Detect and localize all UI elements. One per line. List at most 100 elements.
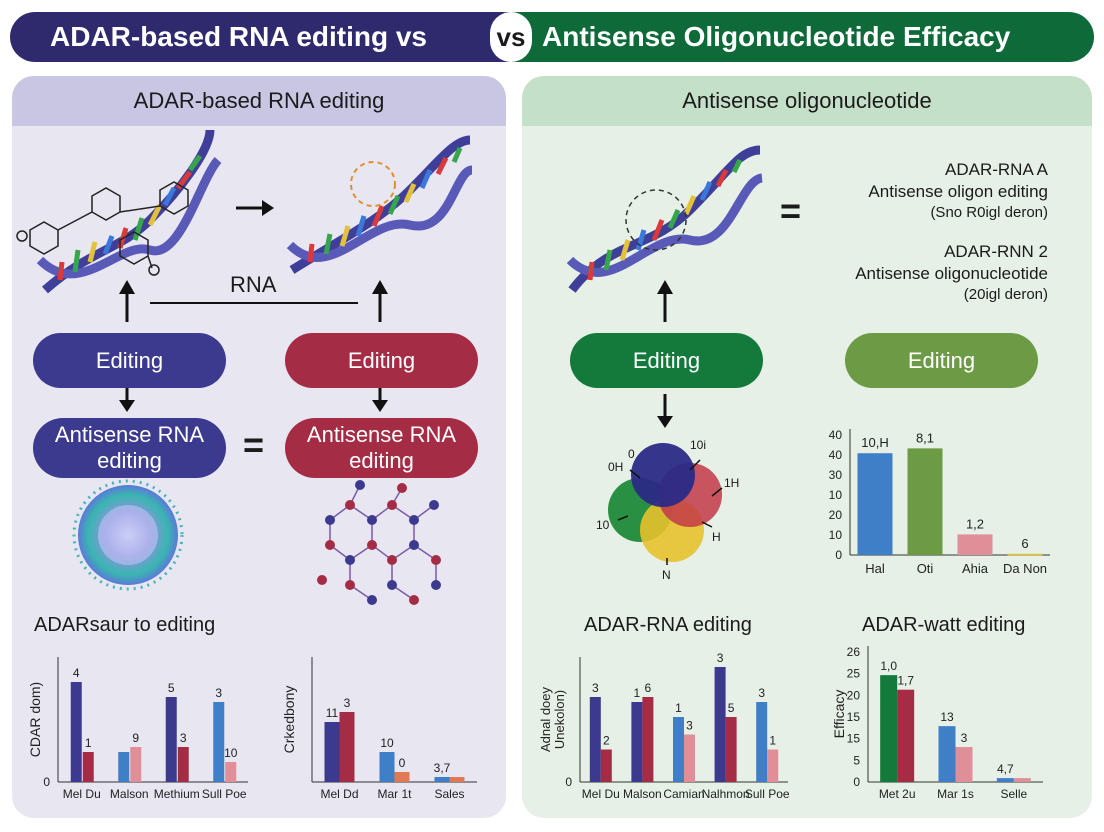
x-tick-label: Ahia — [962, 561, 989, 576]
bar — [82, 752, 94, 782]
data-label: 2 — [603, 734, 610, 748]
x-tick-label: Nalhmon — [702, 787, 750, 801]
y-tick-label: 10 — [829, 488, 843, 502]
data-label: 9 — [132, 731, 139, 745]
section-title-right-b: ADAR-watt editing — [862, 614, 1026, 636]
data-label: 3 — [758, 686, 765, 700]
x-tick-label: Sales — [434, 787, 464, 801]
left-panel-title: ADAR-based RNA editing — [12, 76, 506, 126]
arrow-up-icon — [372, 280, 388, 322]
bar — [897, 689, 915, 782]
dna-helix-right — [566, 145, 764, 293]
editing-pill-olive: Editing — [845, 333, 1038, 388]
virus-particle-icon — [72, 479, 184, 591]
data-label: 5 — [168, 681, 175, 695]
editing-pill-left: Editing — [33, 333, 226, 388]
bar — [130, 747, 142, 782]
y-tick-label: 5 — [853, 753, 860, 767]
venn-label: H — [712, 530, 721, 544]
bar — [379, 752, 395, 782]
venn-label: 0 — [628, 447, 635, 461]
venn-label: 0H — [608, 460, 624, 474]
venn-label: N — [662, 568, 671, 582]
arrow-down-icon — [657, 394, 673, 428]
bar — [177, 747, 189, 782]
data-label: 1 — [634, 686, 641, 700]
data-label: 10 — [380, 736, 394, 750]
equals-sign: = — [243, 424, 265, 465]
data-label: 0 — [399, 756, 406, 770]
venn-label: 1H — [724, 476, 740, 490]
data-label: 8,1 — [916, 430, 934, 445]
y-tick-label: 25 — [847, 667, 861, 681]
y-axis-label: Unekolon) — [552, 690, 567, 749]
arrow-up-icon — [119, 280, 135, 322]
section-title-left: ADARsaur to editing — [34, 614, 216, 636]
bar — [600, 749, 612, 782]
bar — [1007, 553, 1043, 556]
dna-helix-center — [286, 135, 474, 274]
bar — [996, 778, 1014, 782]
y-tick-label: 10 — [829, 528, 843, 542]
antisense-line-2: editing — [349, 448, 414, 473]
bar — [756, 702, 768, 782]
editing-pill-green: Editing — [570, 333, 763, 388]
y-tick-label: 0 — [835, 548, 842, 562]
y-tick-label: 0 — [565, 775, 572, 789]
equals-sign: = — [780, 190, 802, 231]
data-label: 3 — [961, 731, 968, 745]
venn-label: 10i — [690, 438, 707, 452]
editing-pill-right: Editing — [285, 333, 478, 388]
header-right-title: Antisense Oligonucleotide Efficacy — [542, 21, 1011, 52]
bar — [449, 777, 465, 782]
x-tick-label: Sull Poe — [745, 787, 790, 801]
data-label: 3 — [344, 696, 351, 710]
y-tick-label: 40 — [829, 448, 843, 462]
section-title-right-a: ADAR-RNA editing — [584, 614, 752, 636]
venn-label: 10 — [596, 518, 610, 532]
info-block-2: ADAR-RNN 2 Antisense oligonucleotide (20… — [810, 242, 1048, 303]
x-tick-label: Camian — [663, 787, 704, 801]
y-axis-label: Efficacy — [831, 690, 847, 739]
x-tick-label: Malson — [623, 787, 662, 801]
bar — [938, 726, 956, 782]
y-tick-label: 0 — [853, 775, 860, 789]
x-tick-label: Mel Dd — [320, 787, 358, 801]
data-label: 1,7 — [897, 674, 914, 688]
bar — [589, 697, 601, 782]
arrow-up-icon — [657, 280, 673, 322]
bar — [857, 453, 893, 555]
data-label: 10 — [224, 746, 238, 760]
data-label: 1 — [769, 734, 776, 748]
bar — [642, 697, 654, 782]
bar — [339, 712, 355, 782]
y-tick-label: 30 — [829, 468, 843, 482]
bar — [394, 772, 410, 782]
x-tick-label: Sull Poe — [202, 787, 247, 801]
x-tick-label: Malson — [110, 787, 149, 801]
bar — [165, 697, 177, 782]
data-label: 13 — [940, 710, 954, 724]
x-tick-label: Mar 1t — [377, 787, 412, 801]
bar — [880, 675, 898, 782]
data-label: 1 — [85, 736, 92, 750]
bar — [907, 448, 943, 555]
header-left-title: ADAR-based RNA editing vs — [50, 21, 428, 52]
info-line: Antisense oligon editing — [868, 182, 1048, 201]
y-tick-label: 0 — [43, 775, 50, 789]
bar — [1013, 778, 1031, 782]
bar — [684, 734, 695, 782]
bar — [673, 717, 684, 782]
bar — [434, 777, 450, 782]
x-tick-label: Mel Du — [582, 787, 620, 801]
data-label: 1,0 — [880, 659, 897, 673]
header-right-banner: Antisense Oligonucleotide Efficacy — [510, 12, 1094, 62]
x-tick-label: Selle — [1000, 787, 1027, 801]
y-axis-label: Crkedbony — [281, 686, 297, 754]
data-label: 3 — [215, 686, 222, 700]
antisense-line-1: Antisense RNA — [306, 422, 457, 447]
